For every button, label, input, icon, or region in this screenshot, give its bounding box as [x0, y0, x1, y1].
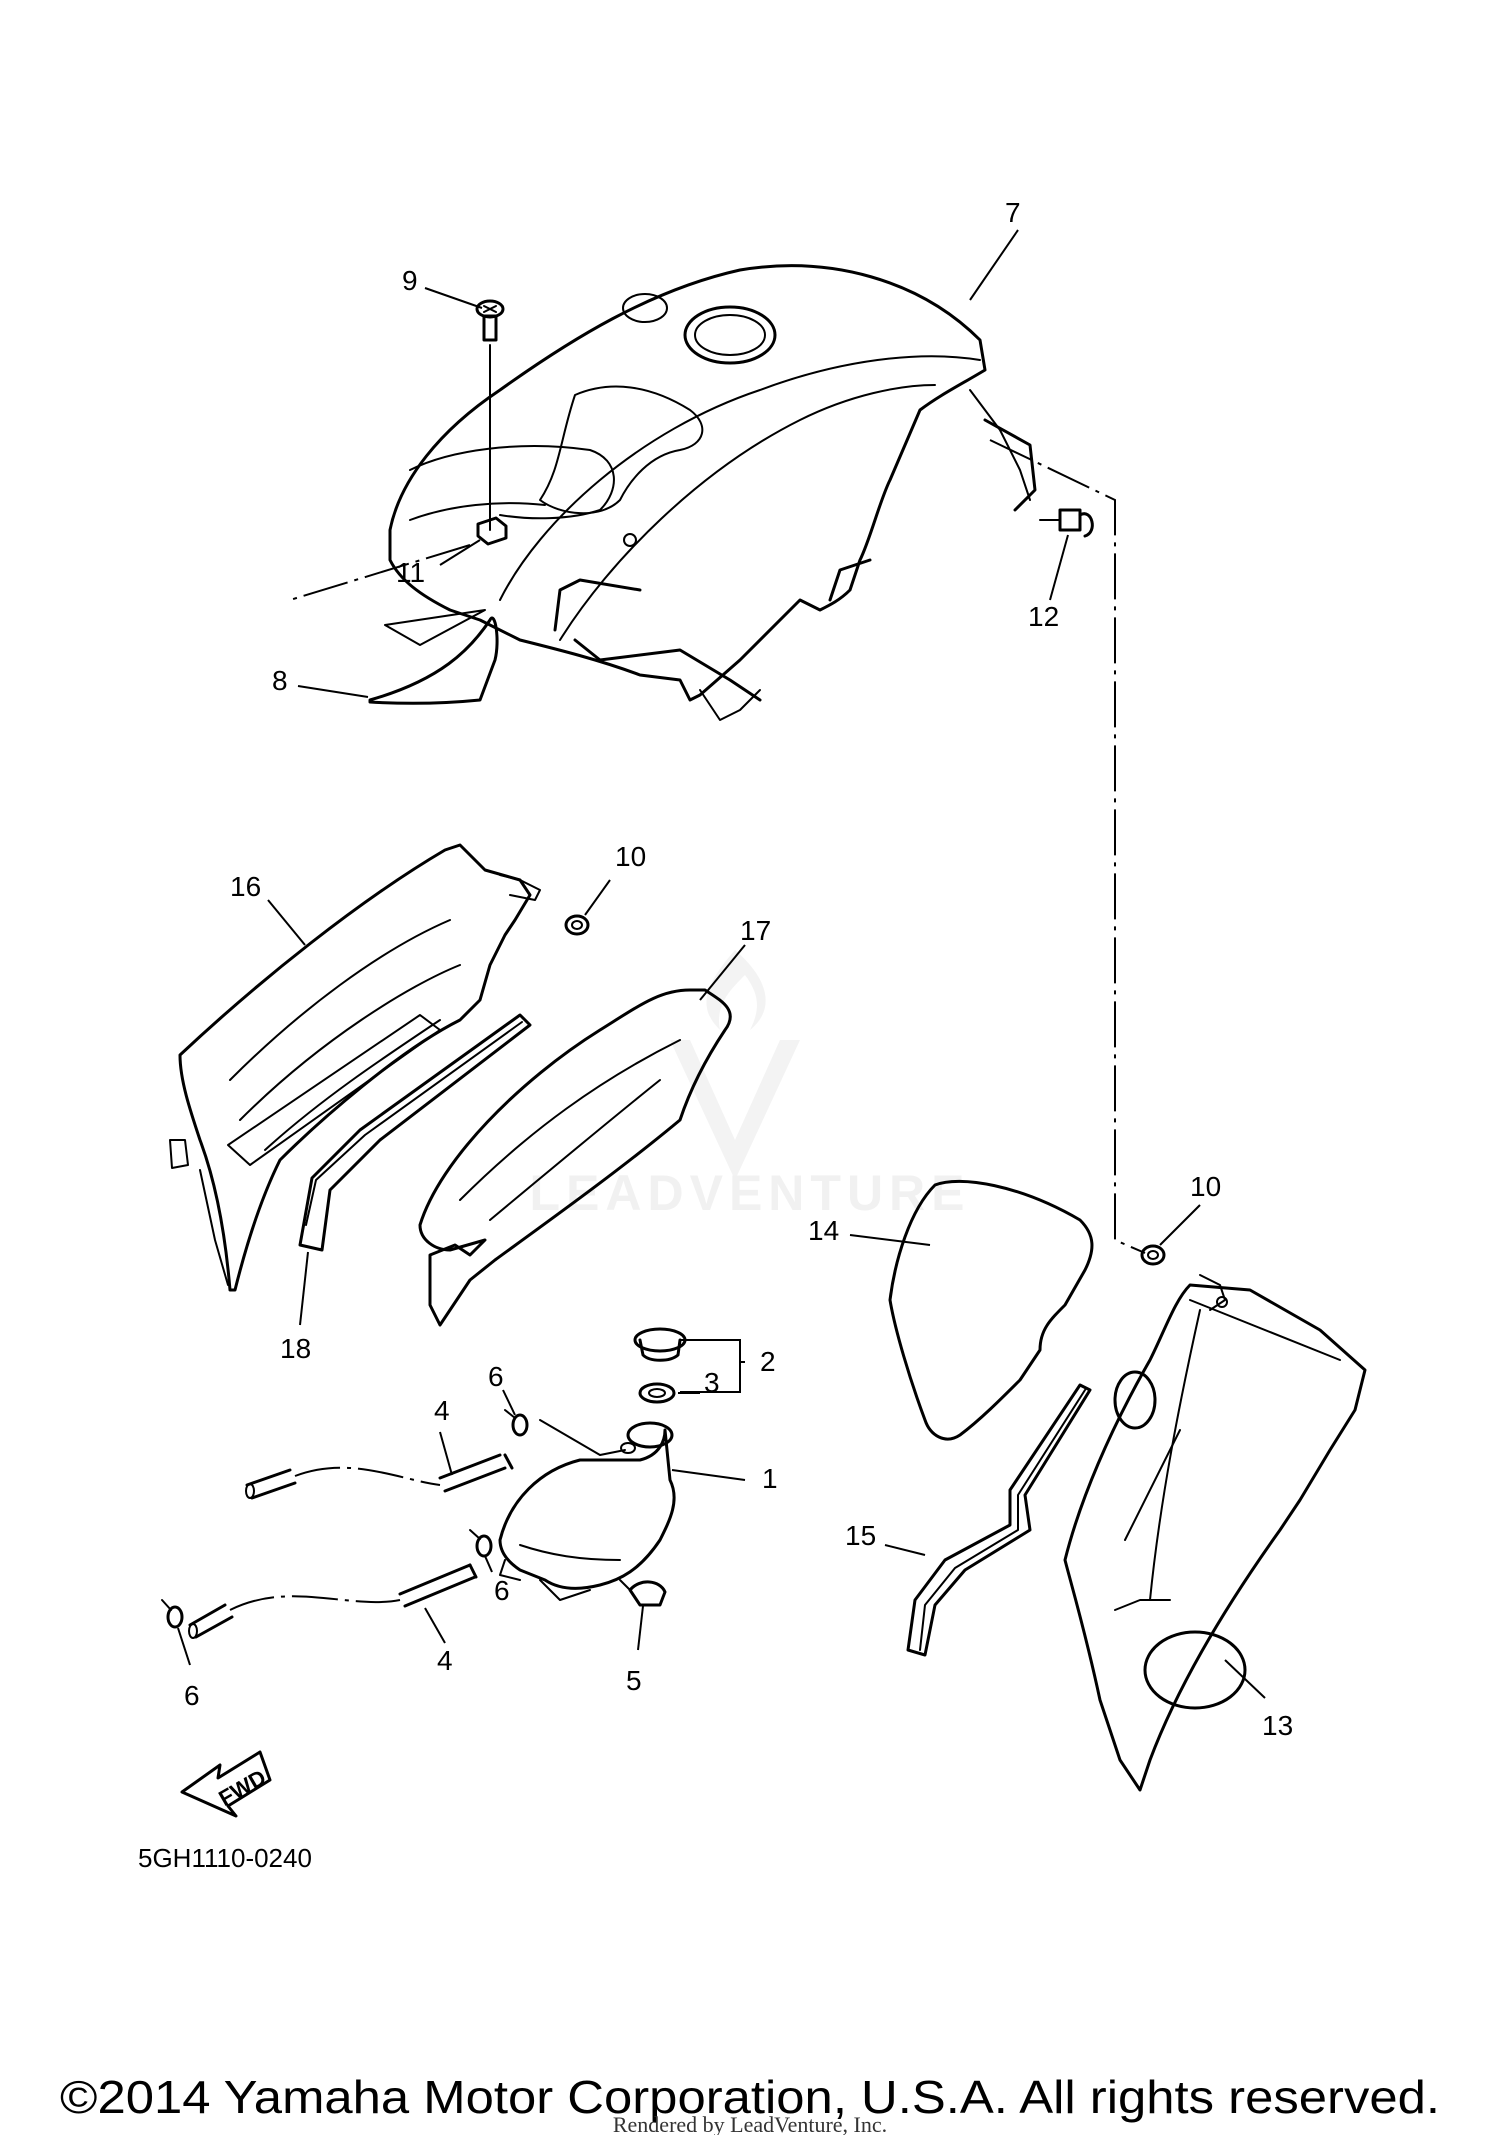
callout-1: 1: [762, 1463, 778, 1494]
part-12-bolt: [1039, 508, 1094, 538]
part-10-grommet-right: [1140, 1244, 1166, 1266]
part-18-strip: [298, 1013, 532, 1252]
part-3-gasket: [638, 1382, 676, 1404]
callout-14: 14: [808, 1215, 839, 1246]
callout-15: 15: [845, 1520, 876, 1551]
watermark-logo: LEADVENTURE: [529, 950, 970, 1221]
part-6-clamp-c: [161, 1599, 184, 1629]
callout-10-top: 10: [615, 841, 646, 872]
part-14-decal: [888, 1179, 1094, 1441]
part-15-strip: [906, 1383, 1092, 1657]
part-1-reservoir-tank: [498, 1421, 676, 1601]
callout-16: 16: [230, 871, 261, 902]
part-16-side-cover-left: [169, 843, 541, 1292]
part-4-hose-lower: [188, 1563, 478, 1639]
callout-18: 18: [280, 1333, 311, 1364]
callout-7: 7: [1005, 197, 1021, 228]
part-2-cap: [633, 1327, 687, 1362]
rendered-by-credit: Rendered by LeadVenture, Inc.: [613, 2112, 887, 2135]
callout-4-b: 4: [437, 1645, 453, 1676]
part-9-screw: [475, 299, 505, 531]
part-6-clamp-a: [504, 1409, 529, 1437]
part-13-side-cover-right: [1063, 1274, 1367, 1792]
callout-17: 17: [740, 915, 771, 946]
part-6-clamp-b: [469, 1529, 493, 1558]
callout-6-b: 6: [494, 1575, 510, 1606]
callout-6-c: 6: [184, 1680, 200, 1711]
callout-3: 3: [704, 1367, 720, 1398]
callout-10-right: 10: [1190, 1171, 1221, 1202]
callout-2: 2: [760, 1346, 776, 1377]
callout-4-a: 4: [434, 1395, 450, 1426]
callout-5: 5: [626, 1665, 642, 1696]
callout-13: 13: [1262, 1710, 1293, 1741]
callout-8: 8: [272, 665, 288, 696]
fwd-arrow-icon: FWD: [180, 1750, 272, 1818]
diagram-code: 5GH1110-0240: [138, 1843, 312, 1873]
callout-9: 9: [402, 265, 418, 296]
fwd-label: FWD: [214, 1764, 270, 1811]
part-17-side-panel: [418, 988, 732, 1327]
callout-6-a: 6: [488, 1361, 504, 1392]
watermark-text: LEADVENTURE: [529, 1165, 970, 1221]
part-10-grommet-top: [564, 914, 590, 936]
alignment-line-front: [289, 544, 471, 601]
alignment-line-rear: [989, 439, 1146, 1254]
callout-11: 11: [396, 557, 425, 588]
part-5-bolt: [619, 1579, 667, 1607]
part-7-tank-cover: [388, 264, 1037, 721]
part-8-emblem-ghost: [384, 609, 486, 646]
part-4-hose-upper: [245, 1453, 514, 1500]
part-11-nut: [476, 516, 508, 546]
hose-connector: [539, 1419, 626, 1456]
copyright-notice: ©2014 Yamaha Motor Corporation, U.S.A. A…: [60, 2071, 1440, 2123]
part-8-emblem: [368, 616, 499, 705]
callout-12: 12: [1028, 601, 1059, 632]
